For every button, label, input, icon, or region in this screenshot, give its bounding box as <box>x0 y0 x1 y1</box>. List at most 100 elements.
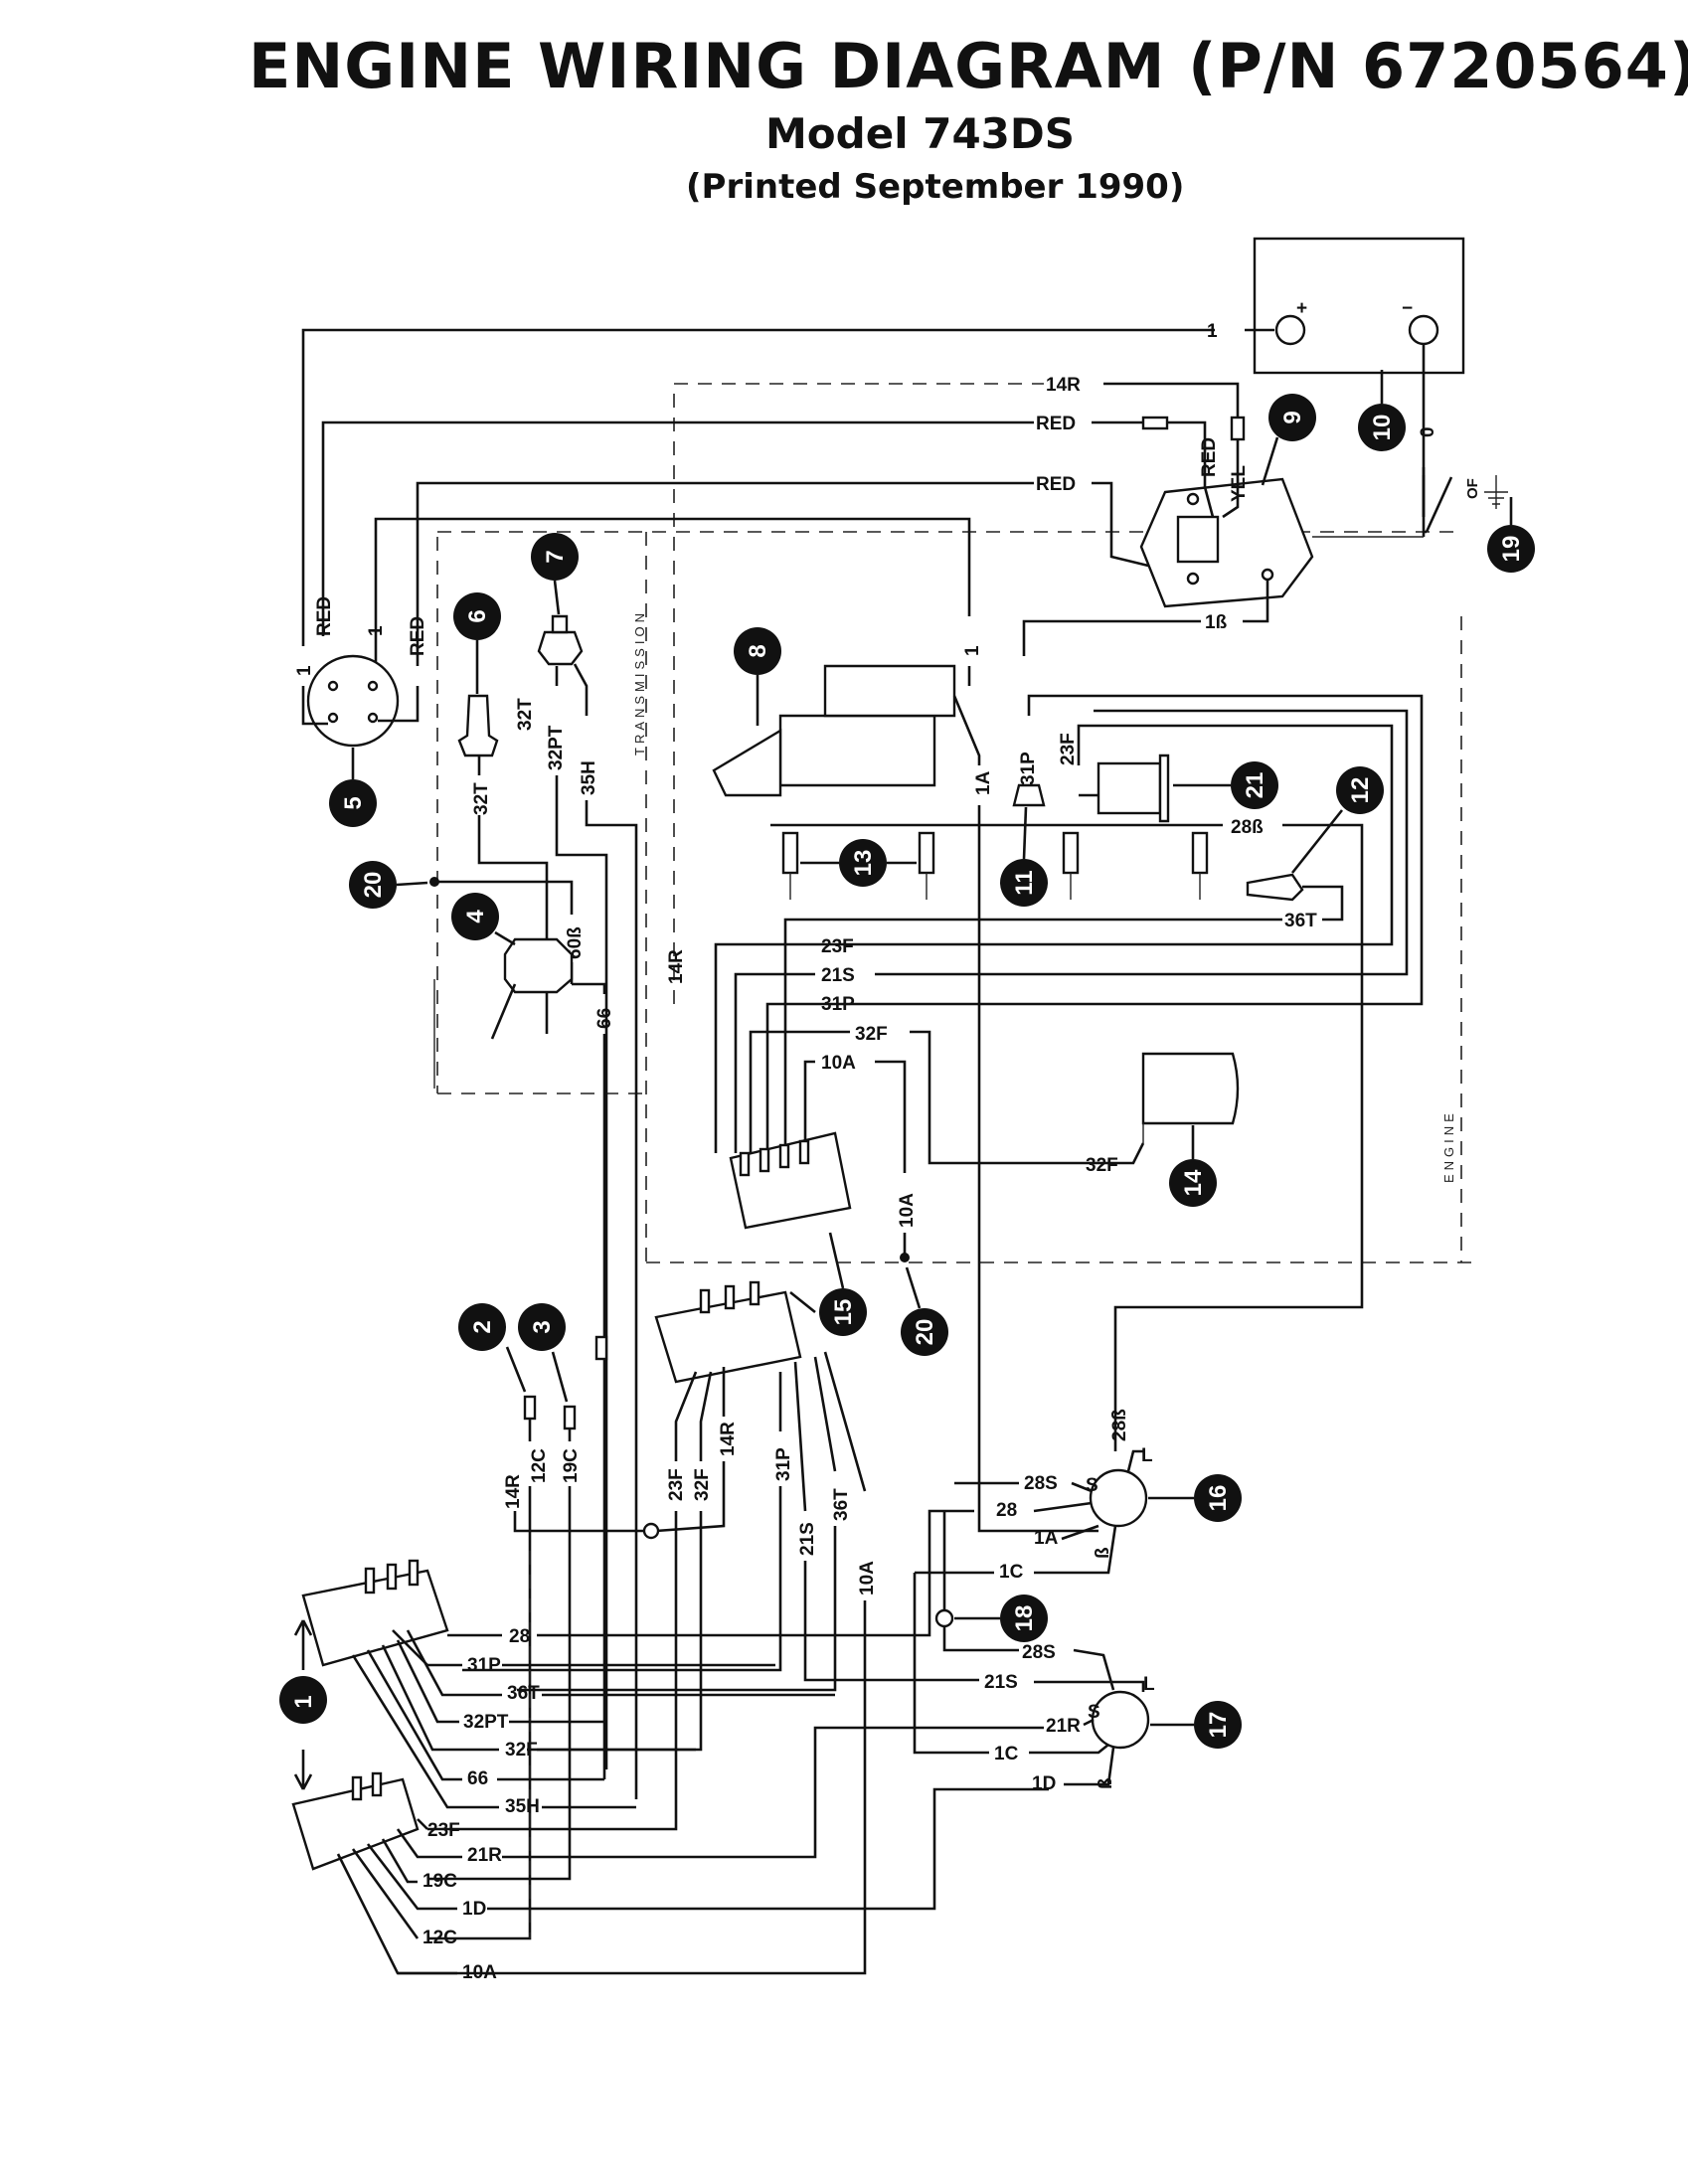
wire-label-28S-16: 28S <box>1024 1473 1058 1494</box>
wire-label-31P-lower: 31P <box>773 1447 794 1481</box>
svg-text:9: 9 <box>1279 411 1306 423</box>
switch-17-L: L <box>1143 1674 1155 1695</box>
wire-label-35H-left: 35H <box>505 1796 540 1817</box>
wire-label-21R-left: 21R <box>467 1845 502 1866</box>
wire-32F-mid <box>749 1030 1145 1165</box>
svg-text:14: 14 <box>1180 1169 1207 1196</box>
callout-10: 10 <box>1358 370 1406 451</box>
wire-21R-17 <box>1083 1718 1095 1727</box>
wire-32PT-left <box>396 1639 606 1724</box>
wire-35H <box>573 663 638 1799</box>
plug-pin-3 <box>327 712 339 724</box>
callout-18: 18 <box>954 1595 1048 1642</box>
svg-text:18: 18 <box>1011 1605 1038 1632</box>
wire-32PT <box>555 666 608 1769</box>
wire-label-10A-mid: 10A <box>821 1053 856 1074</box>
wire-label-1A: 1A <box>973 770 994 795</box>
battery-minus-sign: − <box>1402 298 1413 319</box>
junction-20-mid <box>900 1253 910 1262</box>
alternator-terminal-c <box>1261 568 1274 582</box>
battery-negative-terminal <box>1408 314 1439 346</box>
wire-1D-left <box>366 1787 1049 1911</box>
svg-text:2: 2 <box>469 1320 496 1333</box>
callout-20-top: 20 <box>349 861 428 909</box>
wire-label-0: 0 <box>1418 426 1438 437</box>
switch-17 <box>1091 1690 1150 1750</box>
callout-17: 17 <box>1150 1701 1242 1749</box>
model-subtitle: Model 743DS <box>765 109 1076 158</box>
page-title: ENGINE WIRING DIAGRAM (P/N 6720564) <box>249 30 1688 102</box>
glow-plug-3 <box>1062 831 1080 900</box>
svg-text:10: 10 <box>1369 415 1396 441</box>
wire-label-1C-17: 1C <box>994 1744 1019 1764</box>
wire-21S-lower <box>793 1361 979 1682</box>
callout-12: 12 <box>1290 766 1384 874</box>
wire-14R-left <box>513 1511 646 1533</box>
wire-red-1 <box>321 420 1143 636</box>
wire-21S-mid <box>734 709 1409 1153</box>
wire-label-21S-17: 21S <box>984 1672 1018 1693</box>
wire-31P-top <box>765 694 1424 1153</box>
wire-label-28-left: 28 <box>509 1626 530 1647</box>
connector-5-plug <box>306 654 400 748</box>
wire-label-21S-lower: 21S <box>797 1522 818 1556</box>
wire-66-left <box>366 1649 604 1781</box>
wire-label-red-alt: RED <box>1199 437 1220 477</box>
switch-7-stem <box>551 614 569 634</box>
callout-13: 13 <box>800 839 917 887</box>
wire-label-10A-v: 10A <box>897 1193 918 1228</box>
wire-label-red-plug-a: RED <box>314 596 335 636</box>
alternator-terminal-b <box>1186 572 1200 586</box>
connector-red <box>1141 416 1169 430</box>
wire-label-36T-left: 36T <box>507 1683 540 1704</box>
glow-plug-4 <box>1191 831 1209 900</box>
wire-1B-alt <box>1022 580 1269 656</box>
glow-plug-2 <box>918 831 935 900</box>
callout-20-mid: 20 <box>901 1266 948 1356</box>
wire-label-red-1: RED <box>1036 414 1076 434</box>
wire-label-1-plug-a: 1 <box>294 665 315 676</box>
plug-pin-4 <box>367 712 379 724</box>
wire-label-28-16: 28 <box>996 1500 1017 1521</box>
wire-21R-left <box>396 1726 1044 1859</box>
wire-L-16 <box>1126 1449 1143 1472</box>
wire-32F-left <box>381 1644 696 1752</box>
svg-text:6: 6 <box>464 609 491 622</box>
callout-4: 4 <box>451 893 516 946</box>
wire-66 <box>572 982 606 1779</box>
wire-12C-left <box>351 1848 420 1939</box>
wire-label-31P-left: 31P <box>467 1655 501 1676</box>
wire-label-1D-17: 1D <box>1032 1773 1056 1794</box>
wire-label-23F-mid: 23F <box>821 936 854 957</box>
wire-label-66-left: 66 <box>467 1768 488 1789</box>
starter-motor <box>778 714 936 787</box>
wire-label-23F-lower: 23F <box>666 1468 687 1501</box>
wire-label-36T-lower: 36T <box>831 1488 852 1521</box>
wire-label-1-plug-b: 1 <box>366 625 387 636</box>
callout-3: 3 <box>518 1303 569 1403</box>
wire-label-32F-mid: 32F <box>855 1024 888 1045</box>
wire-label-1-top: 1 <box>1207 321 1218 342</box>
plug-wire-left <box>301 686 328 726</box>
starter-nose <box>712 728 782 797</box>
wire-1C-17 <box>913 1573 1109 1755</box>
engine-label: ENGINE <box>1441 1109 1456 1183</box>
wire-14R-top-right <box>1103 382 1240 418</box>
svg-text:16: 16 <box>1205 1485 1232 1512</box>
wire-label-red-plug-b: RED <box>408 616 428 656</box>
wire-1D-17 <box>1064 1747 1115 1786</box>
connector-1-lower <box>291 1777 420 1871</box>
wire-36T-lower <box>517 1356 837 1692</box>
fuel-solenoid-21 <box>1097 761 1162 815</box>
wire-label-66: 66 <box>594 1008 615 1029</box>
connector-15-lower <box>654 1290 802 1384</box>
wire-label-red-2: RED <box>1036 474 1076 495</box>
key-switch-16 <box>1089 1468 1148 1528</box>
switch-16-B: ß <box>1093 1547 1113 1559</box>
wire-label-21S-mid: 21S <box>821 965 855 986</box>
connector-1-lower-pins <box>351 1771 383 1801</box>
svg-text:12: 12 <box>1347 777 1374 804</box>
battery-plus-sign: + <box>1296 298 1307 319</box>
plug-wire-right <box>378 686 420 723</box>
callout-14: 14 <box>1169 1125 1217 1207</box>
